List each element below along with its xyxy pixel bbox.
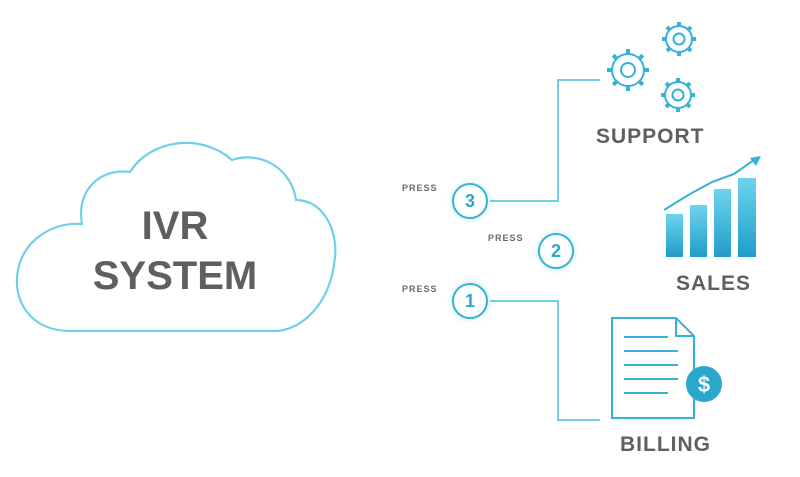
destination-support: SUPPORT bbox=[596, 125, 705, 148]
cloud-title-line2: SYSTEM bbox=[92, 254, 258, 298]
destination-sales: SALES bbox=[676, 272, 752, 295]
option-number-2: 2 bbox=[538, 233, 574, 269]
cloud-shape bbox=[15, 141, 337, 333]
press-label-2: PRESS bbox=[488, 233, 524, 243]
svg-text:$: $ bbox=[698, 372, 710, 397]
invoice-dollar-icon: $ bbox=[611, 317, 722, 419]
bar-chart-icon bbox=[663, 156, 761, 257]
press-label-3: PRESS bbox=[402, 183, 438, 193]
press-label-1: PRESS bbox=[402, 284, 438, 294]
option-number-1: 1 bbox=[452, 283, 488, 319]
option-number-3: 3 bbox=[452, 183, 488, 219]
connector-1-right bbox=[490, 300, 600, 421]
destination-billing: BILLING bbox=[620, 433, 711, 456]
connector-3-right bbox=[490, 79, 600, 202]
cloud-title-line1: IVR bbox=[141, 204, 209, 248]
gears-icon bbox=[607, 22, 696, 112]
